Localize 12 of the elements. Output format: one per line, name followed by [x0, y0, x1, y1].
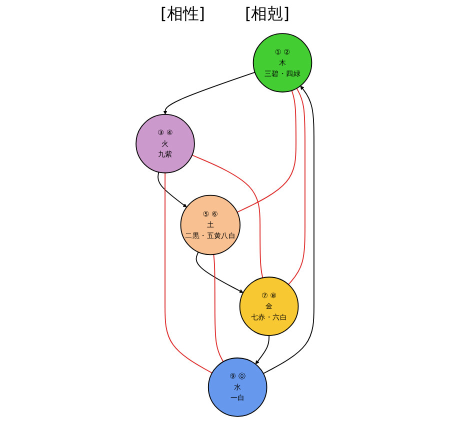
- connector: [164, 172, 213, 374]
- arrow: [157, 172, 187, 208]
- arrow: [255, 335, 270, 364]
- connector: [288, 88, 306, 285]
- note-text: [相性]: [160, 4, 205, 25]
- arrow: [196, 252, 244, 293]
- arrow: [262, 86, 314, 374]
- connector: [236, 90, 296, 213]
- connector: [213, 254, 224, 362]
- connector: [192, 154, 264, 278]
- note-text: [相剋]: [245, 4, 290, 25]
- arrow: [163, 72, 256, 115]
